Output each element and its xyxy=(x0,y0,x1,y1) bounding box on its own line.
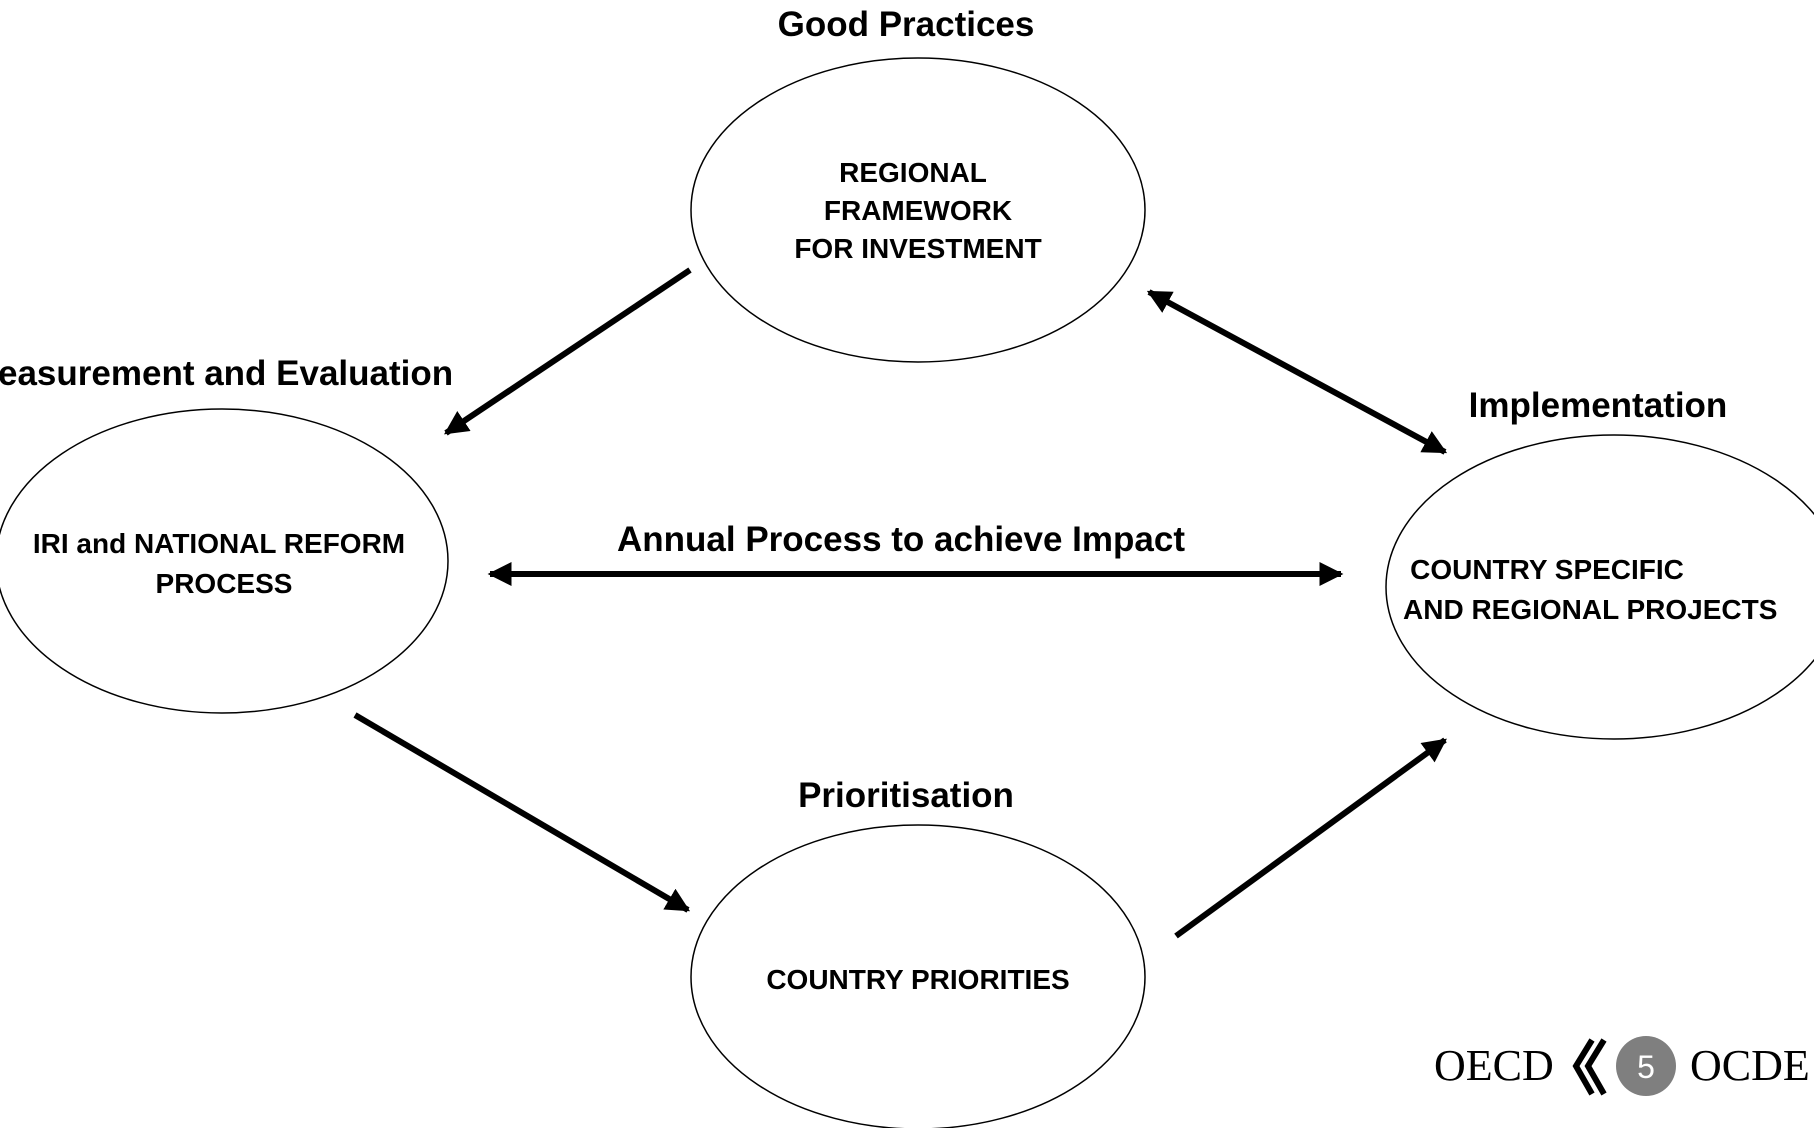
double-chevron-left-icon xyxy=(1572,1038,1607,1096)
arrow-framework-to-iri xyxy=(444,267,692,436)
node-iri-reform-line-1: IRI and NATIONAL REFORM xyxy=(33,528,405,559)
label-prioritisation: Prioritisation xyxy=(798,776,1014,815)
country-projects-ellipse xyxy=(1385,434,1814,740)
page-number: 5 xyxy=(1637,1049,1655,1085)
logo-text-ocde: OCDE xyxy=(1690,1041,1810,1090)
label-good-practices: Good Practices xyxy=(778,5,1035,44)
arrow-framework-projects xyxy=(1146,289,1448,455)
label-measurement-evaluation: easurement and Evaluation xyxy=(0,354,453,393)
page-number-badge xyxy=(1616,1036,1676,1096)
iri-reform-ellipse xyxy=(0,408,449,714)
oecd-logo: OECD 5 OCDE xyxy=(1434,1036,1810,1096)
regional-framework-ellipse xyxy=(690,57,1146,363)
node-country-projects-line-2: AND REGIONAL PROJECTS xyxy=(1403,594,1777,625)
country-priorities-ellipse xyxy=(690,824,1146,1128)
arrow-priorities-to-projects xyxy=(1174,737,1447,939)
node-iri-reform-line-2: PROCESS xyxy=(156,568,293,599)
label-annual-process: Annual Process to achieve Impact xyxy=(617,520,1185,559)
node-country-projects-line-1: COUNTRY SPECIFIC xyxy=(1410,554,1684,585)
node-regional-framework-line-1: REGIONAL xyxy=(839,157,987,188)
label-implementation: Implementation xyxy=(1469,386,1728,425)
logo-text-oecd: OECD xyxy=(1434,1041,1554,1090)
node-country-priorities: COUNTRY PRIORITIES xyxy=(766,964,1069,995)
node-regional-framework-line-2: FRAMEWORK xyxy=(824,195,1012,226)
node-regional-framework-line-3: FOR INVESTMENT xyxy=(794,233,1041,264)
arrow-iri-to-priorities xyxy=(353,712,691,913)
